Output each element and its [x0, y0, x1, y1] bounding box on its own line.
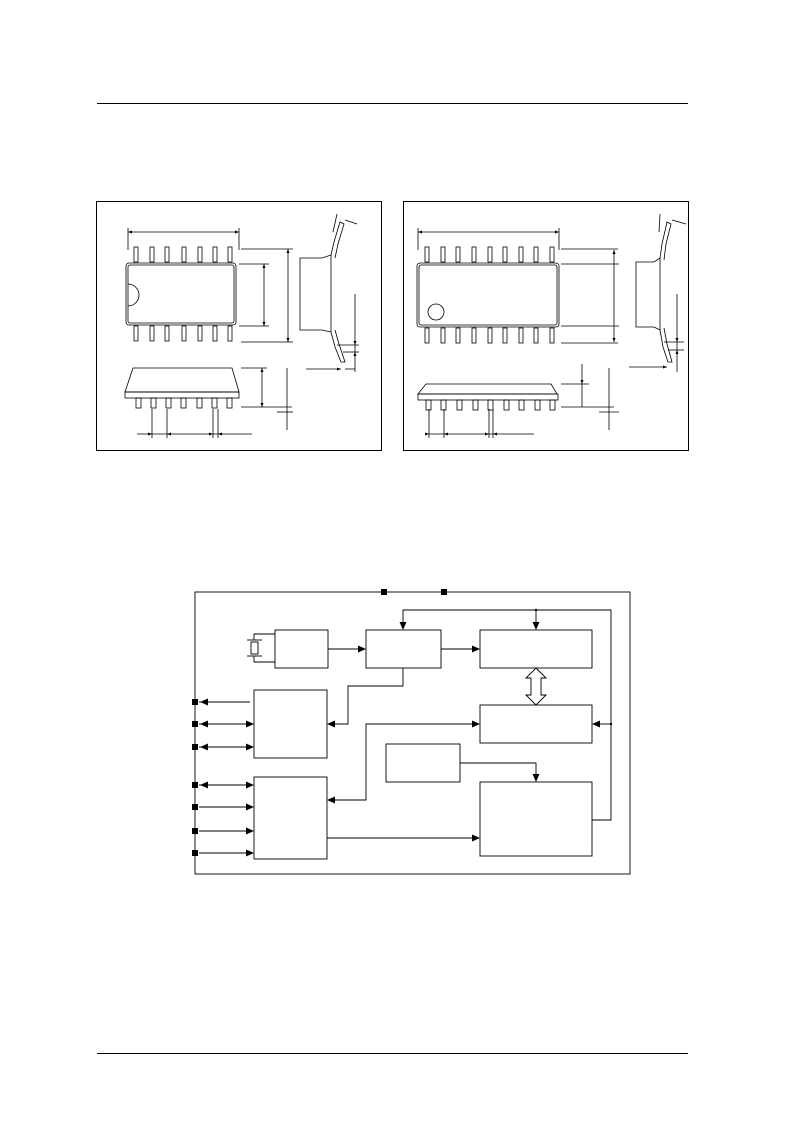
pin-top-1 — [381, 589, 387, 595]
package-drawing-18-pin — [403, 201, 689, 451]
pin-left-5 — [192, 804, 198, 810]
pin-top-2 — [441, 589, 447, 595]
block-diagram — [170, 580, 650, 890]
pin-left-3 — [192, 744, 198, 750]
pin-left-6 — [192, 828, 198, 834]
bottom-rule — [97, 1053, 688, 1054]
package-drawing-14-pin — [96, 201, 382, 451]
pin-left-7 — [192, 850, 198, 856]
pin-left-4 — [192, 782, 198, 788]
control-block — [253, 689, 328, 759]
memory-block — [479, 781, 593, 857]
crystal-symbol — [250, 641, 259, 655]
divider-block — [365, 629, 442, 669]
block-diagram-svg — [192, 589, 631, 875]
package-drawing-14-pin-svg — [124, 213, 359, 438]
oscillator-block — [274, 629, 329, 669]
bus-double-arrow — [524, 667, 548, 706]
top-rule — [97, 103, 688, 104]
pin-left-1 — [192, 699, 198, 705]
package-drawing-18-pin-svg — [416, 213, 687, 438]
counter-block — [479, 629, 593, 669]
pin-left-2 — [192, 721, 198, 727]
interface-block — [253, 776, 328, 860]
chip-outline — [194, 591, 631, 875]
reference-block — [385, 743, 461, 783]
register-block — [479, 704, 593, 744]
